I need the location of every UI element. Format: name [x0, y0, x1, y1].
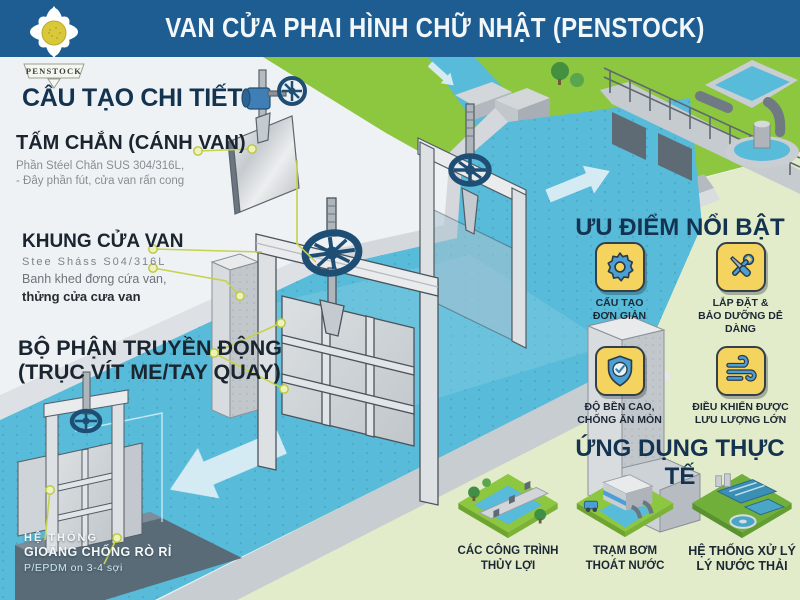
application-pump-station: TRẠM BƠM THOÁT NƯỚC [569, 468, 681, 574]
handwheel-plate [277, 76, 307, 106]
pump-station-icon [576, 474, 674, 538]
penstock-gate-small [15, 371, 242, 600]
shield-plate-title: TẤM CHẮN (CÁNH VAN) [16, 132, 246, 154]
handwheel-small [69, 408, 103, 434]
handwheel-medium [448, 153, 492, 187]
logo-text: PENSTOCK [26, 66, 82, 76]
gate-frame-desc2: thửng cửa cưa van [22, 289, 141, 304]
basin-and-fountain [551, 60, 799, 168]
penstock-gate-medium [417, 103, 527, 349]
advantage-durable: ĐỘ BỀN CAO, CHỐNG ĂN MÒN [566, 346, 673, 427]
handwheel-large [301, 229, 363, 277]
tools-icon [729, 253, 754, 277]
page-title: VAN CỬA PHAI HÌNH CHỮ NHẬT (PENSTOCK) [165, 12, 705, 44]
irrigation-works-icon [458, 473, 558, 539]
advantage-flow-control: ĐIỀU KHIỂN ĐƯỢC LƯU LƯỢNG LỚN [687, 346, 794, 427]
gate-frame-spec: Stee Sháss S04/316L [22, 256, 167, 268]
advantages-grid: CẤU TẠO ĐƠN GIẢN L [566, 242, 794, 427]
shield-check-icon [607, 355, 632, 387]
applications-heading: ỨNG DỤNG THỰC TẾ [575, 435, 785, 490]
wastewater-treatment-icon [692, 473, 792, 539]
gear-icon [606, 252, 634, 282]
advantage-easy-install: LẮP ĐẶT & BẢO DƯỠNG DỄ DÀNG [687, 242, 794, 336]
drive-title: BỘ PHẬN TRUYỀN ĐỘNG (TRỤC VÍT ME/TAY QUA… [18, 336, 282, 384]
shield-plate-detail [227, 69, 307, 215]
leader-lines [44, 144, 317, 565]
penstock-logo: PENSTOCK [23, 6, 85, 89]
details-heading: CẤU TẠO CHI TIẾT [22, 84, 243, 112]
wind-flow-icon [725, 354, 757, 382]
header-bar: VAN CỬA PHAI HÌNH CHỮ NHẬT (PENSTOCK) [0, 0, 800, 57]
advantage-simple-structure: CẤU TẠO ĐƠN GIẢN [566, 242, 673, 336]
gate-frame-desc: Banh khed đơng cứa van, [22, 272, 167, 286]
shield-plate-desc: Phần Stéel Chăn SUS 304/316L, - Đây phần… [16, 160, 185, 187]
applications-row: CÁC CÔNG TRÌNH THỦY LỢI TRẠM BƠM [452, 468, 798, 574]
advantages-heading: ƯU ĐIỂM NỔI BẬT [575, 214, 785, 241]
application-irrigation: CÁC CÔNG TRÌNH THỦY LỢI [452, 468, 564, 574]
penstock-gate-large [255, 197, 439, 506]
seal-label: HỆ THỐNG GIOĂNG CHỐNG RÒ RỈ P/EPDM on 3-… [24, 532, 172, 574]
gate-frame-title: KHUNG CỬA VAN [22, 231, 184, 252]
application-wastewater: HỆ THỐNG XỬ LÝ LÝ NƯỚC THẢI [686, 468, 798, 574]
